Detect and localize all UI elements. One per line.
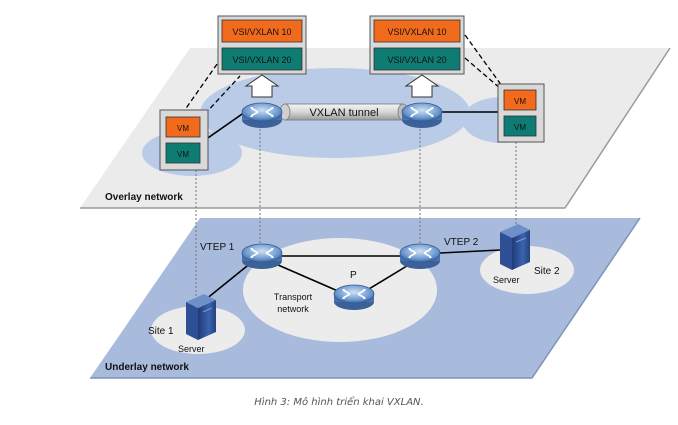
arrow-up-right (404, 74, 440, 98)
vm-box-right: VM VM (497, 83, 545, 143)
p-label: P (350, 270, 357, 281)
vxlan-tunnel: VXLAN tunnel (279, 103, 409, 121)
vm-box-left: VM VM (159, 109, 209, 171)
vtep2-router (399, 243, 441, 270)
site2-label: Site 2 (534, 266, 560, 277)
underlay-network-label: Underlay network (105, 362, 189, 373)
server-left-icon (186, 294, 216, 340)
overlay-plane-edge (80, 47, 671, 209)
link-vm-left-to-vtep1 (204, 111, 246, 141)
vsi-right-20: VSI/VXLAN 20 (387, 55, 446, 65)
vm-left-orange: VM (177, 124, 189, 133)
vtep1-label: VTEP 1 (200, 242, 235, 253)
dash-left-2 (204, 75, 241, 115)
underlay-plane-edge (90, 217, 641, 379)
overlay-network-label: Overlay network (105, 192, 183, 203)
overlay-router-right (401, 102, 443, 129)
dash-left-1 (181, 56, 223, 115)
vsi-left-20: VSI/VXLAN 20 (232, 55, 291, 65)
transport-label-2: network (277, 304, 309, 314)
vm-left-teal: VM (177, 150, 189, 159)
vsi-box-left: VSI/VXLAN 10 VSI/VXLAN 20 (217, 15, 307, 75)
site1-label: Site 1 (148, 326, 174, 337)
vtep2-label: VTEP 2 (444, 237, 479, 248)
vtep1-router (241, 243, 283, 270)
dash-right-1 (464, 34, 503, 87)
vm-right-teal: VM (514, 123, 526, 132)
arrow-up-left (244, 74, 280, 98)
figure-caption: Hình 3: Mô hình triển khai VXLAN. (254, 397, 424, 408)
link-vtep1-server (204, 261, 253, 301)
server-left-label: Server (178, 344, 205, 354)
server-right-icon (500, 224, 530, 270)
vm-right-orange: VM (514, 97, 526, 106)
server-right-label: Server (493, 275, 520, 285)
tunnel-label: VXLAN tunnel (309, 107, 378, 119)
p-router (333, 284, 375, 311)
vsi-left-10: VSI/VXLAN 10 (232, 27, 291, 37)
vsi-box-right: VSI/VXLAN 10 VSI/VXLAN 20 (369, 15, 465, 75)
transport-label-1: Transport (274, 292, 313, 302)
vsi-right-10: VSI/VXLAN 10 (387, 27, 446, 37)
overlay-router-left (241, 102, 283, 129)
